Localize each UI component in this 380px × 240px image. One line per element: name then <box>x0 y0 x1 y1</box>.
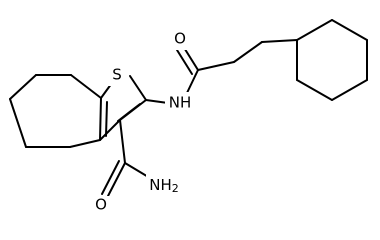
double-bond <box>105 101 108 137</box>
bond <box>9 98 27 148</box>
double-bond <box>101 160 120 195</box>
bond <box>99 119 121 141</box>
structure-drawing: S O NH O NH2 <box>9 19 368 214</box>
bond <box>331 19 368 41</box>
bond <box>119 119 126 164</box>
nh2-label: NH2 <box>149 176 179 196</box>
bond <box>69 139 101 148</box>
bond <box>99 97 102 141</box>
cyclohexyl-ring <box>296 19 368 101</box>
tetrahydro-ring <box>9 74 102 148</box>
bond <box>233 41 263 63</box>
double-bond <box>107 162 126 197</box>
bond <box>296 79 333 101</box>
carboxamide-group <box>101 119 151 197</box>
double-bond <box>176 49 193 75</box>
bond <box>9 74 37 100</box>
bond <box>129 75 147 101</box>
sulfur-label: S <box>112 66 122 84</box>
bond <box>331 79 368 101</box>
bond <box>197 61 235 71</box>
bond <box>70 74 102 99</box>
nh2-subscript: 2 <box>172 182 179 195</box>
bond <box>261 39 298 43</box>
atom-labels: S O NH O NH2 <box>92 30 193 214</box>
nh2-main: NH <box>149 176 172 194</box>
nh-label: NH <box>169 94 192 112</box>
oxygen-label: O <box>174 30 186 48</box>
thiophene-ring <box>99 75 169 141</box>
bond <box>124 162 151 179</box>
propanoyl-chain <box>176 39 298 96</box>
bond <box>296 19 333 41</box>
bond <box>145 99 169 104</box>
oxygen-label: O <box>95 196 107 214</box>
bond <box>185 69 199 96</box>
double-bond <box>117 103 141 122</box>
